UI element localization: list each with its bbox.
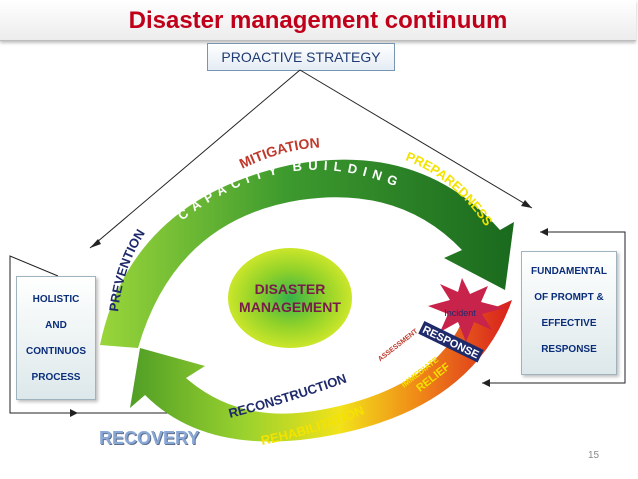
- title-bar: Disaster management continuum: [0, 0, 636, 41]
- page-number: 15: [588, 450, 600, 461]
- right-box-line: RESPONSE: [541, 344, 597, 355]
- bottom-arc-band: [130, 300, 512, 442]
- arrowhead-right: [521, 200, 532, 208]
- arrowhead-left: [90, 239, 101, 248]
- prompt-response-box: FUNDAMENTAL OF PROMPT & EFFECTIVE RESPON…: [521, 251, 617, 375]
- left-box-line: CONTINUOS: [26, 346, 86, 357]
- incident-burst-icon: [428, 278, 504, 342]
- svg-text:ASSESSMENT: ASSESSMENT: [377, 328, 420, 364]
- page-title: Disaster management continuum: [128, 7, 508, 34]
- left-box-line: AND: [45, 320, 67, 331]
- incident-label: Incident: [444, 308, 476, 318]
- left-box-line: HOLISTIC: [32, 294, 80, 305]
- center-label-1: DISASTER: [255, 281, 326, 297]
- left-box-line: PROCESS: [31, 372, 81, 383]
- right-bracket-line: [482, 231, 626, 384]
- top-arc-band: [100, 159, 514, 348]
- recovery-label: RECOVERY: [99, 428, 200, 448]
- holistic-process-box: HOLISTIC AND CONTINUOS PROCESS: [16, 276, 96, 400]
- arrow-to-left-box: [89, 69, 301, 249]
- arrow-to-right: [299, 69, 533, 209]
- left-bracket-line: [9, 255, 78, 414]
- assessment-tag: ASSESSMENT: [373, 323, 421, 365]
- right-box-line: EFFECTIVE: [541, 318, 597, 329]
- right-box-line: OF PROMPT &: [534, 292, 604, 303]
- center-label-2: MANAGEMENT: [239, 299, 341, 315]
- center-circle: [228, 248, 352, 348]
- right-box-line: FUNDAMENTAL: [531, 266, 607, 277]
